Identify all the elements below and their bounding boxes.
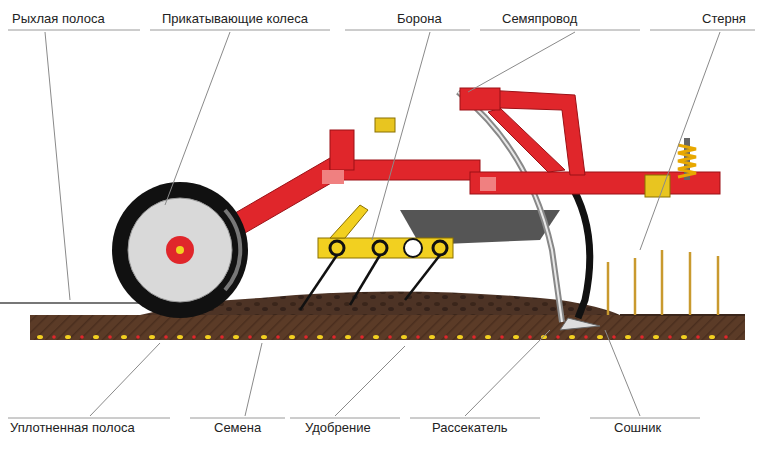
opener-shank — [568, 180, 590, 318]
part-label: Семена — [212, 420, 263, 436]
harrow — [300, 205, 453, 310]
part-label: Рассекатель — [430, 420, 510, 436]
label-rules — [8, 30, 755, 418]
part-label: Сошник — [612, 420, 663, 436]
loose-strip — [0, 302, 140, 304]
part-label: Удобрение — [303, 420, 373, 436]
part-label: Уплотненная полоса — [8, 420, 137, 436]
stubble — [608, 250, 718, 315]
part-label: Рыхлая полоса — [10, 11, 107, 27]
part-label: Стерня — [700, 11, 748, 27]
leader-lines — [45, 32, 720, 416]
part-label: Семяпровод — [500, 11, 579, 27]
seed-row — [37, 335, 728, 339]
part-label: Прикатывающие колеса — [160, 11, 310, 27]
part-label: Борона — [395, 11, 444, 27]
spreader — [560, 318, 600, 330]
frame — [180, 88, 720, 262]
press-wheel — [112, 182, 248, 318]
soil-layer — [30, 315, 745, 340]
